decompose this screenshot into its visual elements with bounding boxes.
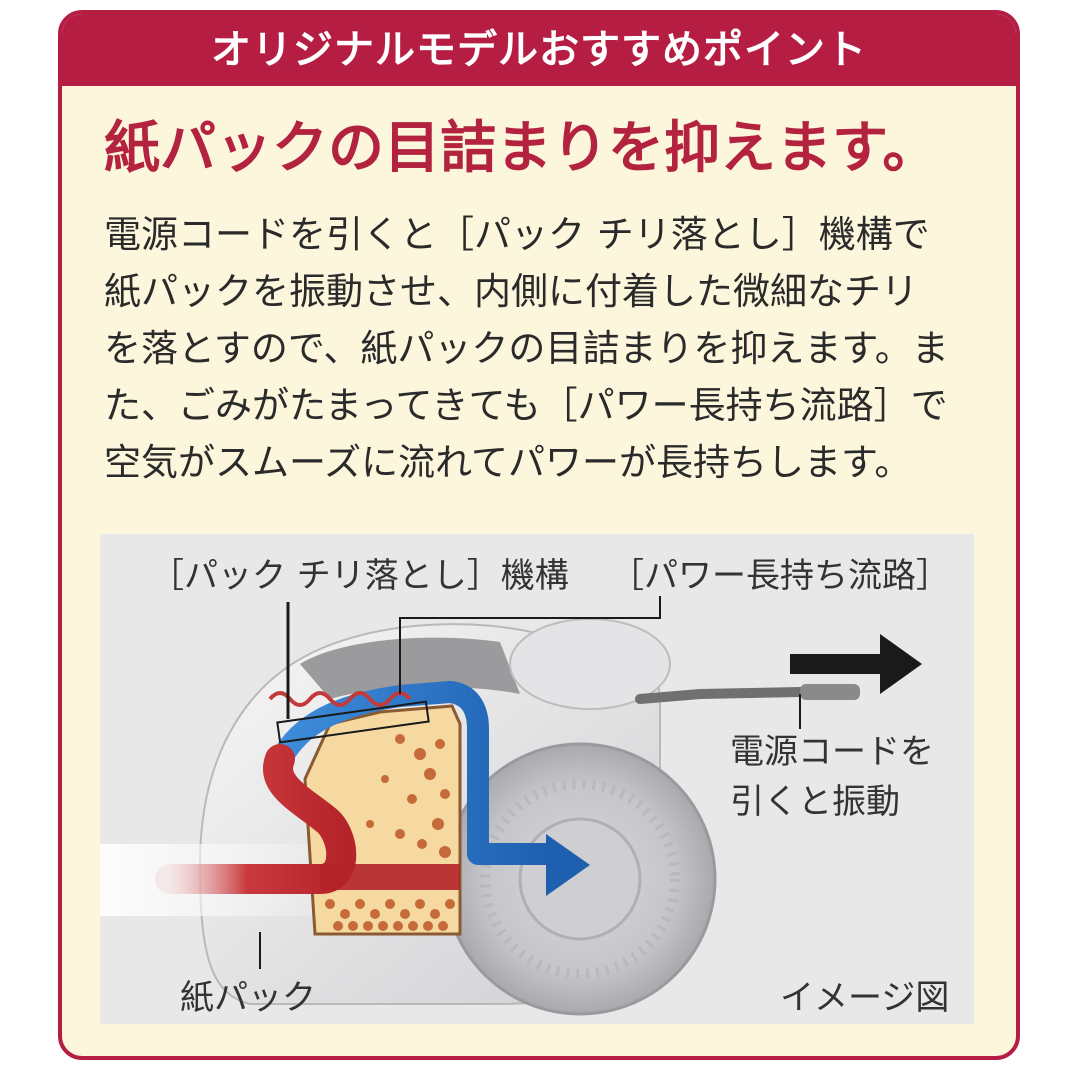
feature-card: オリジナルモデルおすすめポイント 紙パックの目詰まりを抑えます。 電源コードを引… (58, 10, 1020, 1060)
vacuum-illustration (100, 596, 922, 1016)
description-line: を落とすので、紙パックの目詰まりを抑えます。ま (104, 327, 949, 370)
power-cord (635, 687, 805, 704)
label-cord-line1: 電源コードを (730, 732, 934, 772)
pull-arrow (790, 634, 922, 694)
description-line: 紙パックを振動させ、内側に付着した微細なチリ (104, 270, 918, 313)
headline: 紙パックの目詰まりを抑えます。 (104, 116, 939, 181)
label-cord-line2: 引くと振動 (730, 782, 900, 822)
label-image-note: イメージ図 (780, 978, 950, 1018)
pack-shaker-frame (276, 700, 430, 744)
description-line: 空気がスムーズに流れてパワーが長持ちします。 (104, 441, 912, 484)
vacuum-handle-shape (300, 637, 520, 699)
leader-line-power-channel (399, 596, 661, 694)
blue-flow-arrow (546, 834, 590, 896)
label-power-channel: ［パワー長持ち流路］ (610, 556, 950, 596)
description-line: 電源コードを引くと［パック チリ落とし］機構で (104, 213, 930, 256)
vacuum-diagram: ［パック チリ落とし］機構 ［パワー長持ち流路］ 電源コードを 引くと振動 紙パ… (100, 534, 974, 1024)
description-line: た、ごみがたまってきても［パワー長持ち流路］で (104, 384, 948, 427)
banner-title: オリジナルモデルおすすめポイント (62, 14, 1016, 86)
description: 電源コードを引くと［パック チリ落とし］機構で 紙パックを振動させ、内側に付着し… (104, 206, 984, 491)
label-paper-pack: 紙パック (180, 978, 316, 1018)
vibration-wave (268, 691, 412, 707)
label-pack-mechanism: ［パック チリ落とし］機構 (150, 556, 569, 596)
dust-particles (325, 734, 455, 931)
